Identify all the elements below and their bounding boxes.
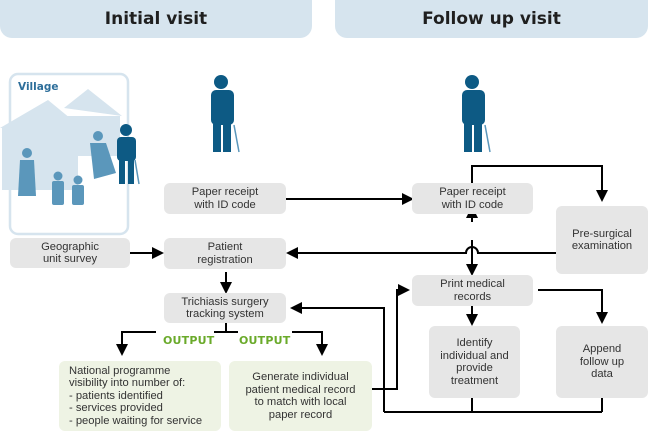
village-label: Village (18, 81, 59, 93)
elderly-person-icon (211, 75, 240, 153)
elderly-person-icon (462, 75, 491, 153)
arrow-receipt-to-presurgical (471, 165, 608, 202)
output-label: OUTPUT (239, 334, 291, 347)
arrow-presurgical-to-registration (286, 246, 556, 259)
arrow-feedback-to-tracking (296, 308, 603, 413)
arrow-generate-to-print (372, 284, 410, 390)
header-initial-visit: Initial visit (0, 0, 312, 38)
family-figures-icon (18, 131, 116, 205)
elderly-person-icon (117, 124, 140, 185)
output-label: OUTPUT (163, 334, 215, 347)
header-follow-up-visit: Follow up visit (335, 0, 648, 38)
flow-connectors (116, 165, 608, 413)
